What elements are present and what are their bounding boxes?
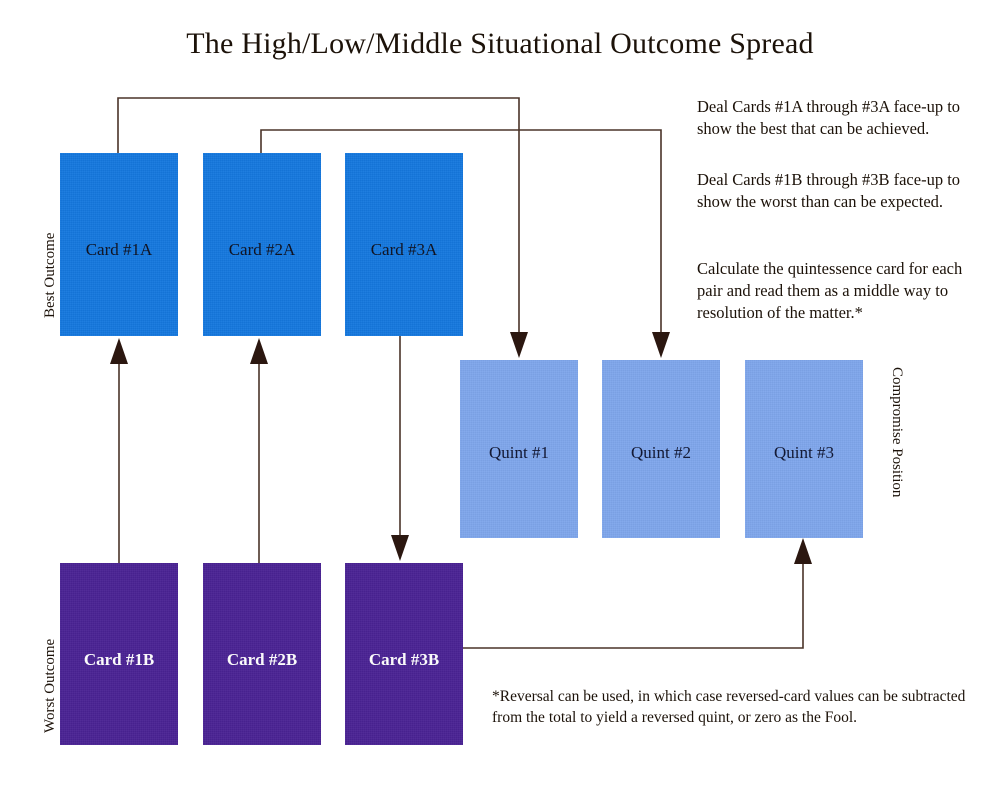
card-2a[interactable]: Card #2A (203, 153, 321, 336)
quint-1-label: Quint #1 (489, 442, 549, 462)
quint-1[interactable]: Quint #1 (460, 360, 578, 538)
card-3b-label: Card #3B (368, 649, 440, 669)
axis-label-worst-outcome: Worst Outcome (42, 638, 58, 733)
footnote-reversal: *Reversal can be used, in which case rev… (492, 688, 966, 727)
quint-2-label: Quint #2 (631, 442, 691, 462)
card-1a[interactable]: Card #1A (60, 153, 178, 336)
note-deal-b-cards: Deal Cards #1B through #3B face-up to sh… (697, 170, 961, 212)
note-deal-a-cards: Deal Cards #1A through #3A face-up to sh… (697, 97, 961, 139)
connector-card2b-to-card2a (250, 338, 268, 563)
card-2b[interactable]: Card #2B (203, 563, 321, 745)
card-2b-label: Card #2B (226, 649, 298, 669)
quint-3[interactable]: Quint #3 (745, 360, 863, 538)
page-title: The High/Low/Middle Situational Outcome … (186, 27, 814, 60)
card-1b[interactable]: Card #1B (60, 563, 178, 745)
card-1b-label: Card #1B (83, 649, 155, 669)
quint-3-label: Quint #3 (774, 442, 834, 462)
connector-card3b-to-quint3 (463, 538, 812, 649)
axis-label-compromise-position: Compromise Position (889, 367, 905, 498)
connector-card1b-to-card1a (110, 338, 128, 563)
card-3a-label: Card #3A (370, 240, 438, 260)
card-3a[interactable]: Card #3A (345, 153, 463, 336)
note-calculate-quintessence: Calculate the quintessence card for each… (697, 259, 963, 323)
card-3b[interactable]: Card #3B (345, 563, 463, 745)
connector-card2a-to-quint2 (260, 129, 670, 358)
quint-2[interactable]: Quint #2 (602, 360, 720, 538)
axis-label-best-outcome: Best Outcome (42, 232, 58, 318)
card-1a-label: Card #1A (85, 240, 153, 260)
connector-card1a-to-quint1 (117, 97, 528, 358)
connector-card3a-to-card3b (391, 336, 409, 561)
card-2a-label: Card #2A (228, 240, 296, 260)
